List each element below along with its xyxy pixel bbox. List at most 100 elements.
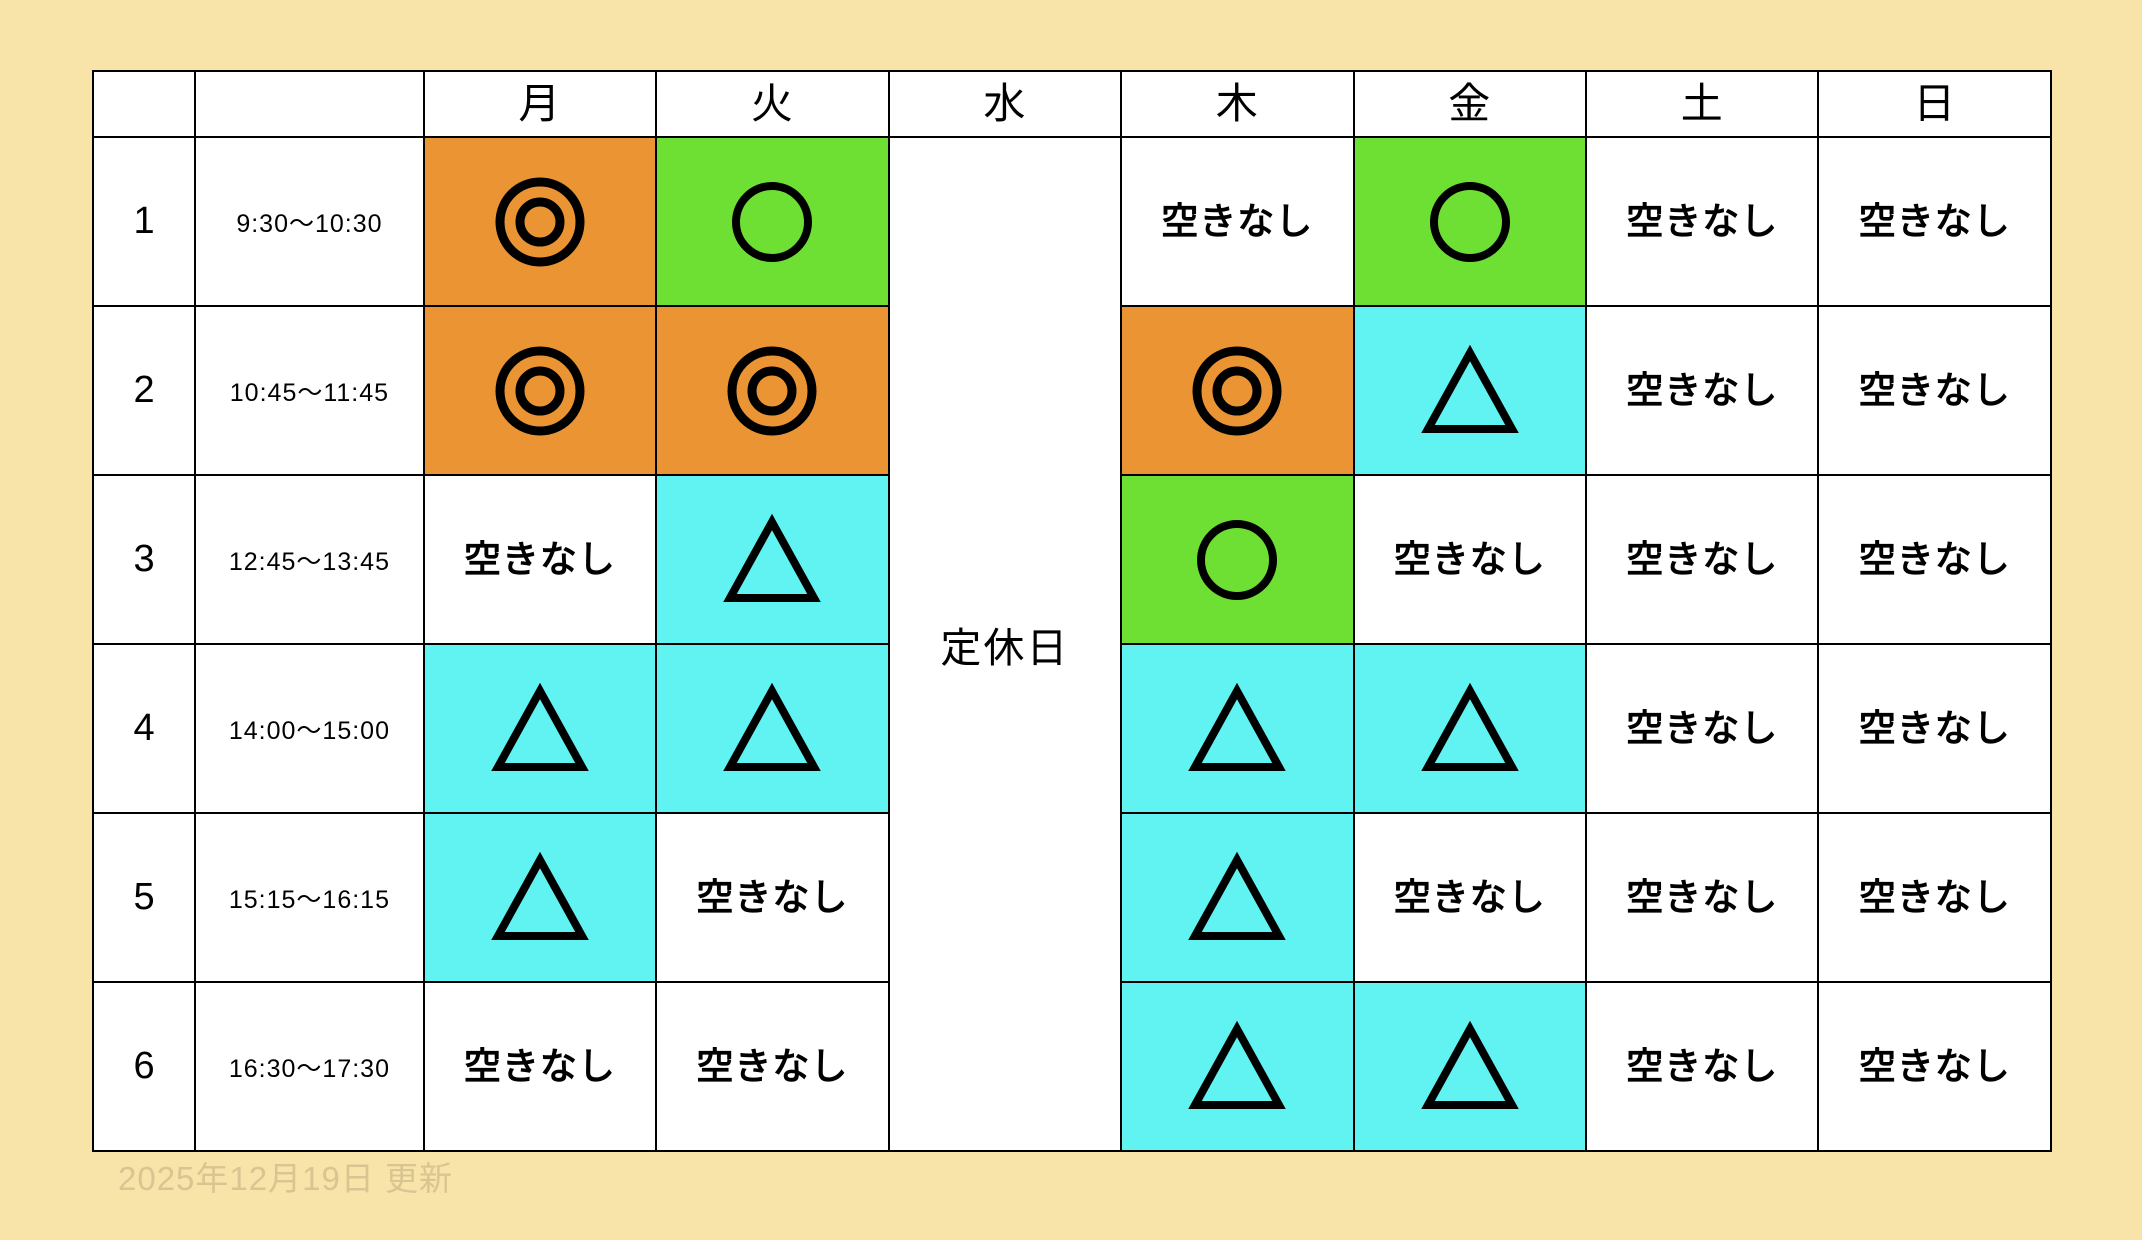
availability-cell[interactable]	[1120, 812, 1355, 983]
circle-icon	[1122, 512, 1352, 608]
availability-cell[interactable]	[655, 474, 890, 645]
circle-icon	[657, 174, 887, 270]
double-circle-icon	[1122, 343, 1352, 439]
day-header-sun: 日	[1817, 70, 2052, 138]
triangle-icon	[1122, 682, 1352, 775]
triangle-icon	[1355, 1020, 1585, 1113]
availability-cell[interactable]: 空きなし	[1584, 981, 1820, 1152]
closed-day-cell: 定休日	[887, 136, 1123, 1152]
availability-cell[interactable]	[655, 136, 890, 307]
day-header-fri: 金	[1352, 70, 1588, 138]
header-time-corner	[194, 70, 425, 138]
availability-cell[interactable]: 空きなし	[1120, 136, 1355, 307]
table-header-row: 月 火 水 木 金 土 日	[91, 70, 2052, 138]
no-availability-label: 空きなし	[1858, 708, 2011, 749]
triangle-icon	[657, 682, 887, 775]
row-number-cell: 3	[91, 474, 197, 645]
circle-icon	[1355, 174, 1585, 270]
availability-cell[interactable]: 空きなし	[655, 981, 890, 1152]
availability-cell[interactable]: 空きなし	[1584, 136, 1820, 307]
no-availability-label: 空きなし	[1858, 539, 2011, 580]
triangle-icon	[1355, 344, 1585, 437]
availability-cell[interactable]: 空きなし	[1817, 136, 2052, 307]
time-slot-cell: 10:45〜11:45	[194, 305, 425, 476]
triangle-icon	[425, 851, 655, 944]
availability-cell[interactable]: 空きなし	[1584, 305, 1820, 476]
no-availability-label: 空きなし	[696, 877, 849, 918]
availability-cell[interactable]: 空きなし	[1584, 474, 1820, 645]
availability-cell[interactable]: 空きなし	[422, 981, 658, 1152]
no-availability-label: 空きなし	[463, 539, 616, 580]
availability-cell[interactable]: 空きなし	[1817, 643, 2052, 814]
no-availability-label: 空きなし	[1626, 708, 1779, 749]
no-availability-label: 空きなし	[1858, 370, 2011, 411]
no-availability-label: 空きなし	[1626, 370, 1779, 411]
double-circle-icon	[425, 343, 655, 439]
no-availability-label: 空きなし	[1626, 539, 1779, 580]
row-number-cell: 2	[91, 305, 197, 476]
availability-cell[interactable]	[422, 305, 658, 476]
time-slot-cell: 12:45〜13:45	[194, 474, 425, 645]
no-availability-label: 空きなし	[1858, 877, 2011, 918]
double-circle-icon	[425, 174, 655, 270]
row-number-cell: 5	[91, 812, 197, 983]
double-circle-icon	[657, 343, 887, 439]
triangle-icon	[1355, 682, 1585, 775]
availability-cell[interactable]: 空きなし	[1817, 305, 2052, 476]
availability-cell[interactable]	[1352, 305, 1588, 476]
no-availability-label: 空きなし	[1858, 201, 2011, 242]
day-header-wed: 水	[887, 70, 1123, 138]
no-availability-label: 空きなし	[1858, 1046, 2011, 1087]
availability-cell[interactable]: 空きなし	[1817, 474, 2052, 645]
day-header-tue: 火	[655, 70, 890, 138]
availability-cell[interactable]	[422, 136, 658, 307]
availability-cell[interactable]	[1352, 136, 1588, 307]
day-header-sat: 土	[1584, 70, 1820, 138]
last-updated-note: 2025年12月19日 更新	[118, 1160, 453, 1197]
availability-cell[interactable]	[1120, 643, 1355, 814]
availability-cell[interactable]	[655, 305, 890, 476]
availability-cell[interactable]	[422, 812, 658, 983]
availability-cell[interactable]: 空きなし	[1352, 812, 1588, 983]
availability-cell[interactable]	[1120, 474, 1355, 645]
availability-cell[interactable]: 空きなし	[1817, 981, 2052, 1152]
no-availability-label: 空きなし	[1393, 877, 1546, 918]
triangle-icon	[425, 682, 655, 775]
triangle-icon	[1122, 1020, 1352, 1113]
availability-cell[interactable]	[1352, 643, 1588, 814]
availability-cell[interactable]: 空きなし	[1584, 812, 1820, 983]
time-slot-cell: 14:00〜15:00	[194, 643, 425, 814]
no-availability-label: 空きなし	[696, 1046, 849, 1087]
availability-cell[interactable]: 空きなし	[1584, 643, 1820, 814]
availability-cell[interactable]	[422, 643, 658, 814]
availability-cell[interactable]	[655, 643, 890, 814]
availability-cell[interactable]: 空きなし	[1352, 474, 1588, 645]
availability-cell[interactable]	[1120, 981, 1355, 1152]
no-availability-label: 空きなし	[1626, 1046, 1779, 1087]
no-availability-label: 空きなし	[1626, 201, 1779, 242]
day-header-mon: 月	[422, 70, 658, 138]
row-number-cell: 6	[91, 981, 197, 1152]
availability-cell[interactable]: 空きなし	[1817, 812, 2052, 983]
availability-cell[interactable]: 空きなし	[655, 812, 890, 983]
availability-cell[interactable]: 空きなし	[422, 474, 658, 645]
availability-cell[interactable]	[1352, 981, 1588, 1152]
time-slot-cell: 15:15〜16:15	[194, 812, 425, 983]
triangle-icon	[657, 513, 887, 606]
day-header-thu: 木	[1120, 70, 1355, 138]
time-slot-cell: 16:30〜17:30	[194, 981, 425, 1152]
no-availability-label: 空きなし	[463, 1046, 616, 1087]
no-availability-label: 空きなし	[1393, 539, 1546, 580]
row-number-cell: 1	[91, 136, 197, 307]
availability-cell[interactable]	[1120, 305, 1355, 476]
header-rownum-corner	[91, 70, 197, 138]
